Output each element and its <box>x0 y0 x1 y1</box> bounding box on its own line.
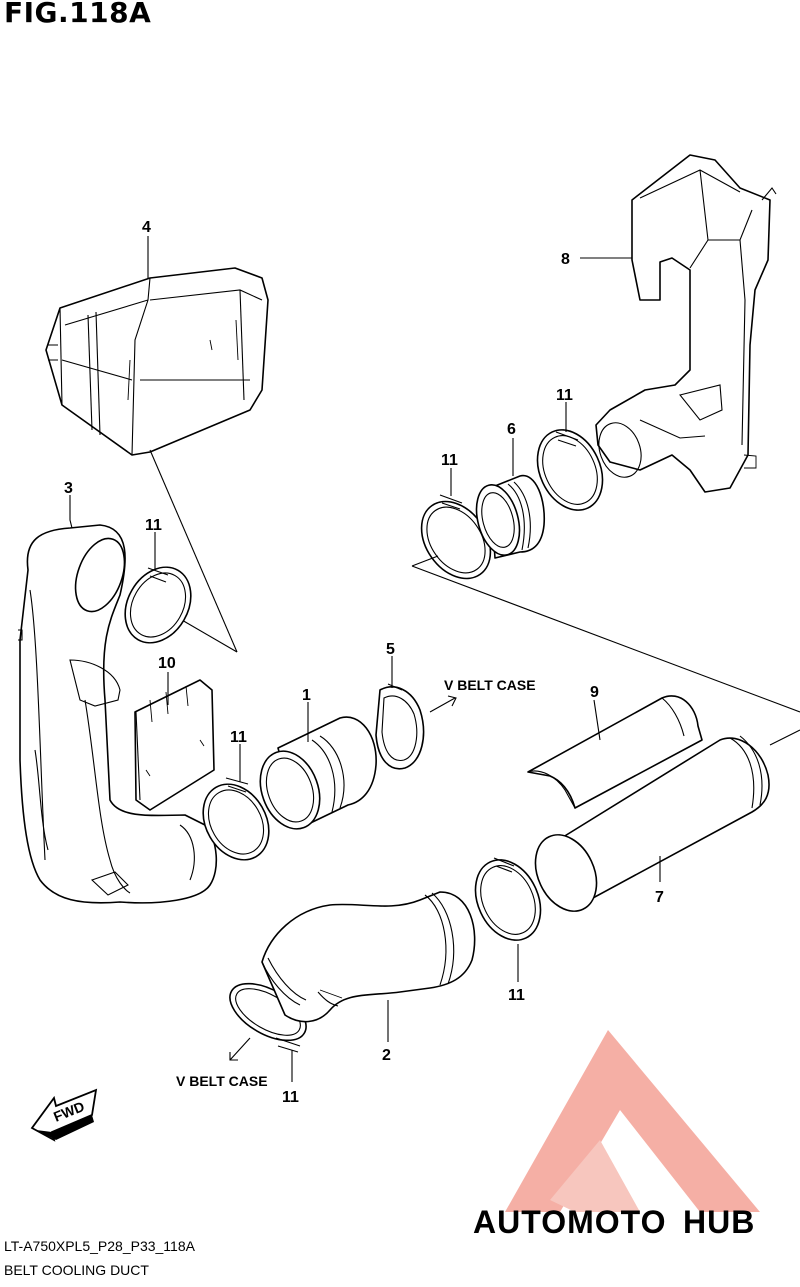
part-6-joint <box>475 475 546 559</box>
callout-2: 2 <box>382 1047 391 1064</box>
arrow-v-belt-case-lower <box>229 1037 251 1061</box>
leader-cover-to-clamp <box>149 449 238 653</box>
fwd-arrow-badge <box>30 1088 98 1142</box>
diagram-name: BELT COOLING DUCT <box>4 1262 149 1278</box>
callout-11-f: 11 <box>282 1089 299 1106</box>
arrow-v-belt-case-upper <box>429 695 457 713</box>
part-8-duct <box>595 154 777 493</box>
figure-title: FIG.118A <box>4 0 152 29</box>
watermark-brand-left: AUTOMOTO <box>473 1204 666 1240</box>
part-9-shield <box>527 695 703 809</box>
callout-7: 7 <box>655 889 664 906</box>
leader-3 <box>69 495 73 529</box>
watermark-brand-right: HUB <box>683 1204 755 1240</box>
leader-right-upper <box>411 565 800 713</box>
callout-11-c: 11 <box>556 387 573 404</box>
automotohub-logo <box>505 1030 760 1212</box>
callout-11-d: 11 <box>441 452 458 469</box>
label-v-belt-case-upper: V BELT CASE <box>444 677 536 693</box>
diagram-code: LT-A750XPL5_P28_P33_118A <box>4 1238 195 1254</box>
part-2-hose <box>261 891 476 1023</box>
callout-1: 1 <box>302 687 311 704</box>
leader-right-junction <box>411 555 439 567</box>
leader-9 <box>593 699 601 741</box>
part-11-clamp-b <box>202 777 270 861</box>
leader-right-lower <box>769 729 800 746</box>
part-1-connector <box>259 716 377 830</box>
part-7-tube <box>534 735 770 912</box>
part-4-cover <box>45 267 269 456</box>
part-3-duct <box>18 524 218 904</box>
callout-8: 8 <box>561 251 570 268</box>
callout-10: 10 <box>158 655 176 672</box>
callout-9: 9 <box>590 684 599 701</box>
label-v-belt-case-lower: V BELT CASE <box>176 1073 268 1089</box>
part-11-clamp-a <box>124 566 192 644</box>
part-10-screen <box>134 679 215 811</box>
leader-clamp-junction <box>174 615 238 653</box>
callout-11-e: 11 <box>508 987 525 1004</box>
callout-5: 5 <box>386 641 395 658</box>
part-11-clamp-c <box>536 429 604 511</box>
callout-6: 6 <box>507 421 516 438</box>
callout-11-b: 11 <box>230 729 247 746</box>
part-5-gasket <box>375 683 425 770</box>
callout-4: 4 <box>142 219 151 236</box>
callout-11-a: 11 <box>145 517 162 534</box>
callout-3: 3 <box>64 480 73 497</box>
part-11-clamp-e <box>474 857 542 941</box>
